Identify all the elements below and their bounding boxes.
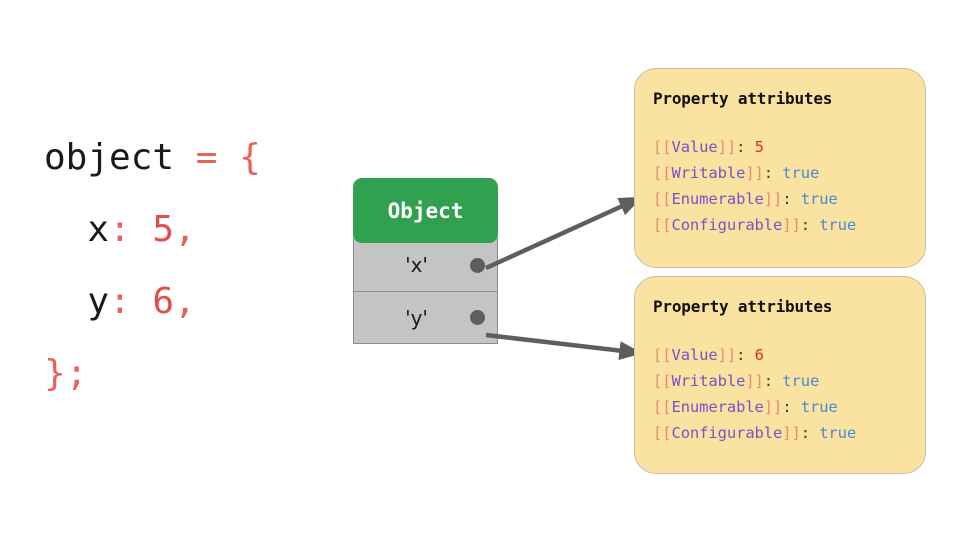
attribute-value: 5 [754, 138, 764, 156]
code-snippet: object = { x: 5, y: 6,}; [44, 122, 334, 410]
object-property-key-label: 'y' [405, 305, 428, 330]
code-token: } [44, 353, 66, 394]
attribute-name: Value [671, 346, 718, 364]
property-attribute-line: [[Value]]: 6 [653, 342, 925, 368]
attribute-bracket-open: [[ [653, 216, 672, 234]
attribute-colon: : [763, 372, 783, 390]
code-token: y [87, 281, 110, 322]
attribute-name: Enumerable [671, 398, 764, 416]
code-token [131, 281, 153, 322]
attribute-bracket-close: ]] [717, 138, 737, 156]
property-attribute-line: [[Value]]: 5 [653, 134, 925, 160]
code-line: object = { [44, 122, 334, 194]
property-reference-arrow [485, 332, 643, 360]
attribute-name: Value [671, 138, 718, 156]
attribute-value: true [800, 398, 838, 416]
attribute-colon: : [736, 138, 755, 156]
attribute-colon: : [800, 424, 820, 442]
property-attributes-card-x: Property attributes [[Value]]: 5[[Writab… [634, 68, 926, 268]
object-property-key-label: 'x' [405, 253, 428, 277]
attribute-bracket-open: [[ [653, 372, 672, 390]
attribute-colon: : [763, 164, 783, 182]
code-line: y: 6, [44, 266, 334, 338]
attribute-bracket-open: [[ [653, 164, 672, 182]
attribute-name: Writable [671, 372, 746, 390]
code-token [217, 137, 239, 178]
attribute-value: true [819, 424, 857, 442]
attribute-bracket-close: ]] [745, 164, 764, 182]
attribute-bracket-close: ]] [782, 216, 801, 234]
attribute-colon: : [782, 190, 801, 208]
object-box-header-label: Object [387, 198, 464, 223]
property-attribute-line: [[Writable]]: true [653, 160, 925, 186]
code-token [44, 209, 87, 250]
card-title-x: Property attributes [653, 89, 833, 108]
attribute-name: Writable [671, 164, 746, 182]
code-token: 6 [152, 281, 175, 322]
code-token: 5 [152, 209, 175, 250]
attribute-name: Configurable [671, 216, 783, 234]
property-attribute-line: [[Enumerable]]: true [653, 186, 925, 212]
code-token: : [109, 209, 131, 250]
attribute-bracket-close: ]] [763, 398, 783, 416]
object-box-header: Object [353, 178, 498, 243]
attribute-bracket-open: [[ [653, 424, 672, 442]
attribute-colon: : [782, 398, 801, 416]
object-property-rows: 'x' 'y' [353, 238, 498, 344]
attribute-value: true [782, 164, 820, 182]
object-property-row[interactable]: 'y' [354, 291, 497, 343]
property-reference-arrow [485, 195, 643, 271]
object-box: Object 'x' 'y' [353, 178, 498, 344]
code-token: : [109, 281, 131, 322]
attribute-colon: : [800, 216, 820, 234]
property-attribute-line: [[Configurable]]: true [653, 212, 925, 238]
attribute-bracket-open: [[ [653, 138, 672, 156]
code-token [44, 281, 87, 322]
card-title-y: Property attributes [653, 297, 833, 316]
attribute-bracket-close: ]] [717, 346, 737, 364]
attribute-value: 6 [754, 346, 764, 364]
attribute-bracket-close: ]] [763, 190, 783, 208]
attribute-bracket-open: [[ [653, 190, 672, 208]
code-token: ; [65, 353, 88, 394]
code-token [174, 137, 196, 178]
code-line: x: 5, [44, 194, 334, 266]
attribute-list-y: [[Value]]: 6[[Writable]]: true[[Enumerab… [653, 342, 925, 446]
property-attribute-line: [[Enumerable]]: true [653, 394, 925, 420]
attribute-value: true [800, 190, 838, 208]
attribute-value: true [819, 216, 857, 234]
code-token [131, 209, 153, 250]
code-token: , [174, 281, 196, 322]
attribute-colon: : [736, 346, 755, 364]
attribute-bracket-close: ]] [782, 424, 801, 442]
code-token: x [87, 209, 110, 250]
code-line: }; [44, 338, 334, 410]
attribute-bracket-open: [[ [653, 346, 672, 364]
code-token: object [44, 137, 175, 178]
attribute-bracket-close: ]] [745, 372, 764, 390]
object-property-row[interactable]: 'x' [354, 239, 497, 291]
property-attribute-line: [[Configurable]]: true [653, 420, 925, 446]
attribute-value: true [782, 372, 820, 390]
property-reference-dot-icon [470, 310, 485, 325]
attribute-name: Enumerable [671, 190, 764, 208]
property-reference-dot-icon [470, 257, 485, 273]
code-token: = [195, 137, 218, 178]
property-attributes-card-y: Property attributes [[Value]]: 6[[Writab… [634, 276, 926, 474]
attribute-bracket-open: [[ [653, 398, 672, 416]
attribute-name: Configurable [671, 424, 783, 442]
code-token: { [239, 137, 261, 178]
property-attribute-line: [[Writable]]: true [653, 368, 925, 394]
code-token: , [174, 209, 196, 250]
attribute-list-x: [[Value]]: 5[[Writable]]: true[[Enumerab… [653, 134, 925, 238]
